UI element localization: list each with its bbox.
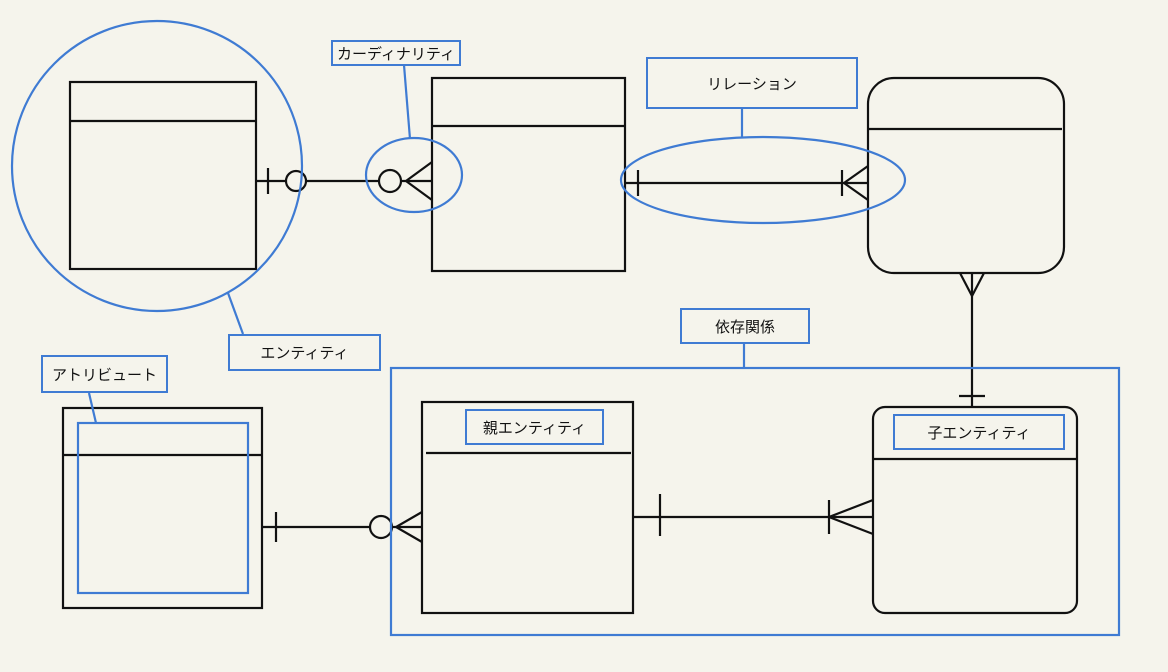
relation-highlight-ellipse	[619, 135, 907, 225]
cardinality-highlight-ellipse	[364, 136, 464, 214]
child-entity-label: 子エンティティ	[893, 414, 1065, 450]
dependency-highlight-rect	[389, 366, 1121, 637]
relationship-line-parent-child	[633, 494, 874, 536]
relationship-line-attr-parent	[262, 511, 423, 543]
entity-leader-line	[226, 292, 245, 335]
child-entity	[871, 405, 1079, 615]
dependency-label: 依存関係	[680, 308, 810, 344]
parent-entity-label: 親エンティティ	[465, 409, 604, 445]
attribute-leader-line	[87, 392, 98, 424]
relationship-line-a-b	[256, 161, 433, 201]
entity-a	[68, 80, 258, 271]
attribute-label: アトリビュート	[41, 355, 168, 393]
relationship-line-c-child	[959, 272, 985, 407]
parent-entity	[420, 400, 635, 615]
attribute-entity	[61, 406, 264, 610]
entity-b	[430, 76, 627, 273]
relation-label: リレーション	[646, 57, 858, 109]
entity-c	[866, 76, 1066, 275]
relationship-line-b-c	[625, 165, 869, 201]
attribute-highlight-rect	[76, 421, 250, 595]
cardinality-leader-line	[402, 64, 412, 140]
entity-highlight-circle	[10, 19, 304, 313]
cardinality-label: カーディナリティ	[331, 40, 461, 66]
entity-label: エンティティ	[228, 334, 381, 371]
